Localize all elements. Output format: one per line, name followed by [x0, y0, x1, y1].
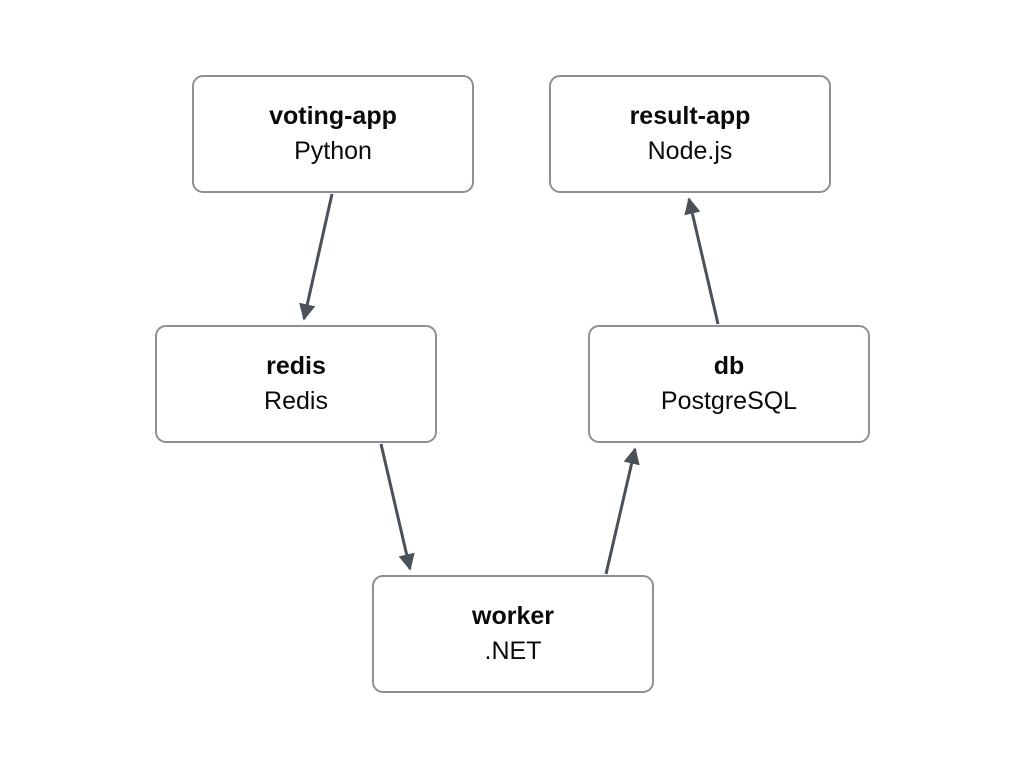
node-db: db PostgreSQL: [588, 325, 870, 443]
node-redis: redis Redis: [155, 325, 437, 443]
edge-voting-app-to-redis: [299, 193, 334, 321]
edge-redis-to-worker: [379, 443, 415, 571]
node-title: db: [713, 352, 745, 380]
node-title: redis: [266, 352, 326, 380]
node-subtitle: PostgreSQL: [660, 387, 798, 415]
node-result-app: result-app Node.js: [549, 75, 831, 193]
node-title: voting-app: [269, 102, 397, 130]
node-title: result-app: [629, 102, 751, 130]
node-worker: worker .NET: [372, 575, 654, 693]
edge-worker-to-db: [604, 447, 640, 575]
node-subtitle: Node.js: [647, 137, 733, 165]
edge-db-to-result-app: [684, 197, 720, 325]
node-subtitle: Python: [294, 137, 372, 165]
node-voting-app: voting-app Python: [192, 75, 474, 193]
node-title: worker: [472, 602, 554, 630]
node-subtitle: .NET: [484, 637, 542, 665]
node-subtitle: Redis: [264, 387, 328, 415]
